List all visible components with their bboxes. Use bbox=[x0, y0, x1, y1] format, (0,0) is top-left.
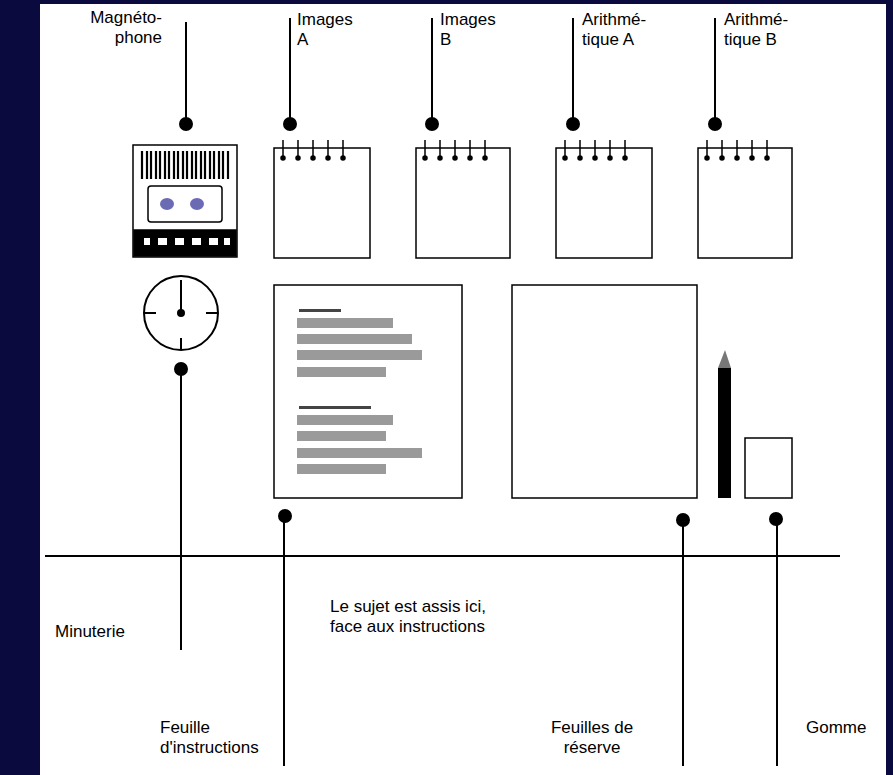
leader-lines bbox=[175, 18, 782, 766]
reserve-sheet bbox=[512, 285, 697, 498]
part-label: Images A bbox=[297, 10, 359, 50]
white-panel bbox=[40, 4, 886, 775]
part-label: Magnéto- phone bbox=[62, 8, 162, 48]
instruction-sheet bbox=[274, 285, 462, 498]
note-label: Le sujet est assis ici, face aux instruc… bbox=[330, 597, 514, 637]
timer bbox=[144, 276, 218, 350]
part-label: Feuilles de réserve bbox=[540, 718, 644, 758]
tape-recorder bbox=[133, 145, 237, 257]
part-label: Minuterie bbox=[55, 622, 165, 642]
notepads bbox=[274, 148, 792, 258]
part-label: Arithmé- tique B bbox=[724, 10, 800, 50]
part-label: Feuille d'instructions bbox=[160, 718, 276, 758]
table-edge bbox=[45, 555, 840, 557]
part-label: Images B bbox=[440, 10, 502, 50]
eraser bbox=[745, 438, 792, 498]
notepad-spirals bbox=[281, 140, 769, 160]
part-label: Gomme bbox=[806, 718, 884, 738]
part-label: Arithmé- tique A bbox=[582, 10, 658, 50]
pen bbox=[718, 350, 731, 498]
